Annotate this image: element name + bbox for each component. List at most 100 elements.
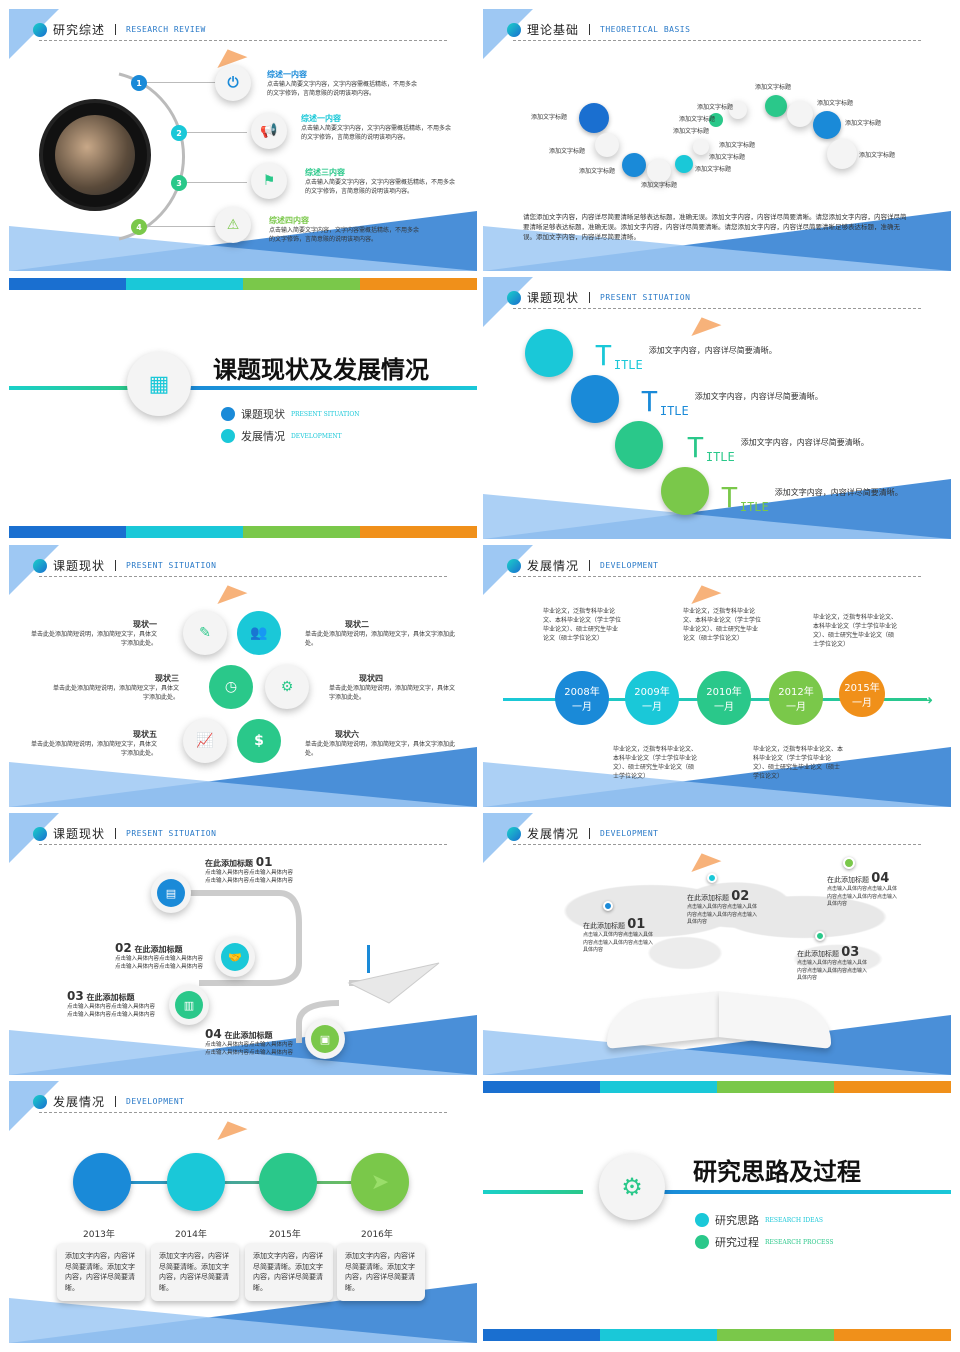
title-row-3: T ITLE 添加文字内容，内容详尽简要清晰。: [687, 431, 869, 464]
wave-label: 添加文字标题: [719, 142, 756, 149]
section-item-1[interactable]: 课题现状 PRESENT SITUATION: [221, 406, 359, 422]
wave-label: 添加文字标题: [709, 154, 746, 161]
bg-shape: [9, 1030, 477, 1075]
paper-plane-icon: [212, 1115, 248, 1141]
slide-header: 发展情况 DEVELOPMENT: [507, 825, 659, 842]
wave-label: 添加文字标题: [679, 116, 716, 123]
bullet-dot-icon: [695, 1235, 709, 1249]
section-item-2[interactable]: 发展情况 DEVELOPMENT: [221, 428, 342, 444]
map-item-3: 在此添加标题 03 点击输入具体内容点击输入具体内容点击输入具体内容点击输入具体…: [797, 945, 869, 983]
road-title: 在此添加标题: [86, 993, 135, 1002]
slide-header: 发展情况 DEVELOPMENT: [507, 557, 659, 574]
section-item-cn: 课题现状: [241, 408, 285, 421]
color-stripe: [9, 526, 477, 538]
wave-label: 添加文字标题: [817, 100, 854, 107]
wave-circle: [675, 155, 693, 173]
world-map-icon: [549, 863, 889, 983]
year-label: 2009年: [634, 687, 670, 698]
slide-status-six: 课题现状 PRESENT SITUATION ✎ 👥 ◷ ⚙ 📈 $ 现状一 单…: [9, 545, 477, 807]
wave-circle: [647, 159, 671, 183]
status-title: 现状五: [133, 730, 157, 739]
map-text: 点击输入具体内容点击输入具体内容点击输入具体内容点击输入具体内容: [827, 886, 898, 907]
map-title: 在此添加标题: [827, 876, 869, 884]
title-row-4: T ITLE 添加文字内容，内容详尽简要清晰。: [721, 481, 903, 514]
timeline-note: 毕业论文，泛指专科毕业论文、本科毕业论文（学士学位毕业论文）、硕士研究生毕业论文…: [753, 746, 844, 780]
status-item-5: 现状五 单击此处添加简短说明，添加简短文字，具体文字添加此处。: [27, 729, 157, 758]
header-dot-icon: [33, 826, 47, 841]
header-subtitle: RESEARCH REVIEW: [126, 25, 206, 34]
year-node-2012: 2012年一月: [769, 671, 823, 725]
road-title: 在此添加标题: [205, 859, 253, 868]
title-text: 添加文字内容，内容详尽简要清晰。: [648, 346, 777, 355]
title-big-letter: T: [687, 431, 704, 464]
section-item-2[interactable]: 研究过程 RESEARCH PROCESS: [695, 1234, 834, 1250]
section-item-en: DEVELOPMENT: [291, 432, 342, 440]
paper-plane-icon: [212, 579, 248, 605]
review-item-1: 综述一内容 点击输入简要文字内容，文字内容需概括精练，不用多余的文字修饰，言简意…: [267, 69, 417, 98]
bullet-dot-icon: [221, 407, 235, 421]
title-big-letter: T: [595, 339, 612, 372]
header-subtitle: PRESENT SITUATION: [126, 829, 217, 838]
wave-label: 添加文字标题: [845, 120, 882, 127]
road-number: 03: [67, 989, 84, 1003]
wave-circle: [729, 101, 747, 119]
header-divider: [589, 292, 591, 303]
signpost-icon: ⚑: [251, 163, 287, 199]
year-circle-2014: [167, 1153, 225, 1211]
header-dot-icon: [507, 826, 521, 841]
year-card: 添加文字内容，内容详尽简要清晰。添加文字内容，内容详尽简要清晰。: [151, 1243, 239, 1301]
clock-icon: ◷: [209, 665, 253, 709]
review-text: 点击输入简要文字内容，文字内容需概括精练，不用多余的文字修饰，言简意赅的说明该项…: [267, 81, 418, 97]
header-title: 理论基础: [527, 23, 580, 37]
slide-header: 理论基础 THEORETICAL BASIS: [507, 21, 690, 38]
title-big-letter: T: [721, 481, 738, 514]
handshake-icon: 🤝: [215, 937, 255, 977]
wave-circle: [709, 113, 723, 127]
number-badge-1: 1: [131, 75, 147, 91]
slide-title-stairs: 课题现状 PRESENT SITUATION T ITLE 添加文字内容，内容详…: [483, 277, 951, 539]
header-dot-icon: [33, 558, 47, 573]
year-label: 2013年: [83, 1230, 115, 1240]
title-row-1: T ITLE 添加文字内容，内容详尽简要清晰。: [595, 339, 777, 372]
arrow-right-icon: ➜: [923, 693, 934, 707]
month-label: 一月: [572, 702, 592, 713]
title-small-letters: ITLE: [659, 404, 689, 418]
wave-label: 添加文字标题: [859, 152, 896, 159]
header-dashline: [39, 1112, 447, 1113]
header-divider: [589, 828, 591, 839]
growth-chart-icon: 📈: [183, 719, 227, 763]
map-item-4: 在此添加标题 04 点击输入具体内容点击输入具体内容点击输入具体内容点击输入具体…: [827, 871, 901, 909]
status-item-4: 现状四 单击此处添加简短说明，添加简短文字，具体文字添加此处。: [329, 673, 459, 702]
accent-line: [663, 1190, 951, 1194]
gear-person-icon: ⚙: [265, 665, 309, 709]
gear-person-icon: ⚙: [599, 1154, 665, 1220]
road-text: 点击输入具体内容点击输入具体内容点击输入具体内容点击输入具体内容: [67, 1004, 156, 1019]
section-item-1[interactable]: 研究思路 RESEARCH IDEAS: [695, 1212, 823, 1228]
connector-line: [99, 1181, 399, 1184]
road-text: 点击输入具体内容点击输入具体内容点击输入具体内容点击输入具体内容: [115, 956, 204, 971]
header-title: 课题现状: [53, 559, 106, 573]
presentation-board-icon: ▦: [127, 352, 191, 416]
review-text: 点击输入简要文字内容，文字内容需概括精练，不用多余的文字修饰，言简意赅的说明该项…: [305, 179, 456, 195]
section-title: 研究思路及过程: [693, 1158, 861, 1186]
bg-shape: [9, 1298, 477, 1343]
year-label: 2016年: [361, 1230, 393, 1240]
documents-icon: ▤: [151, 873, 191, 913]
header-dashline: [39, 844, 447, 845]
slide-section-research: ⚙ 研究思路及过程 研究思路 RESEARCH IDEAS 研究过程 RESEA…: [483, 1096, 951, 1326]
status-item-3: 现状三 单击此处添加简短说明，添加简短文字，具体文字添加此处。: [49, 673, 179, 702]
accent-line: [9, 386, 129, 390]
month-label: 一月: [642, 702, 662, 713]
year-card: 添加文字内容，内容详尽简要清晰。添加文字内容，内容详尽简要清晰。: [337, 1243, 425, 1301]
bg-shape: [483, 1030, 951, 1075]
header-dashline: [39, 40, 447, 41]
road-item-3: 03 在此添加标题 点击输入具体内容点击输入具体内容点击输入具体内容点击输入具体…: [67, 989, 157, 1020]
slide-timeline: 发展情况 DEVELOPMENT ➜ 2008年一月 2009年一月 2010年…: [483, 545, 951, 807]
map-item-2: 在此添加标题 02 点击输入具体内容点击输入具体内容点击输入具体内容点击输入具体…: [687, 889, 759, 927]
header-subtitle: DEVELOPMENT: [600, 561, 659, 570]
review-item-2: 综述一内容 点击输入简要文字内容，文字内容需概括精练，不用多余的文字修饰，言简意…: [301, 113, 451, 142]
power-icon: ⏻: [215, 65, 251, 101]
year-label: 2015年: [844, 683, 880, 694]
slide-research-review: 研究综述 RESEARCH REVIEW 1 2 3 4 ⏻ 📢 ⚑ ⚠ 综述一…: [9, 9, 477, 271]
status-item-2: 现状二 单击此处添加简短说明，添加简短文字，具体文字添加此处。: [305, 619, 455, 648]
